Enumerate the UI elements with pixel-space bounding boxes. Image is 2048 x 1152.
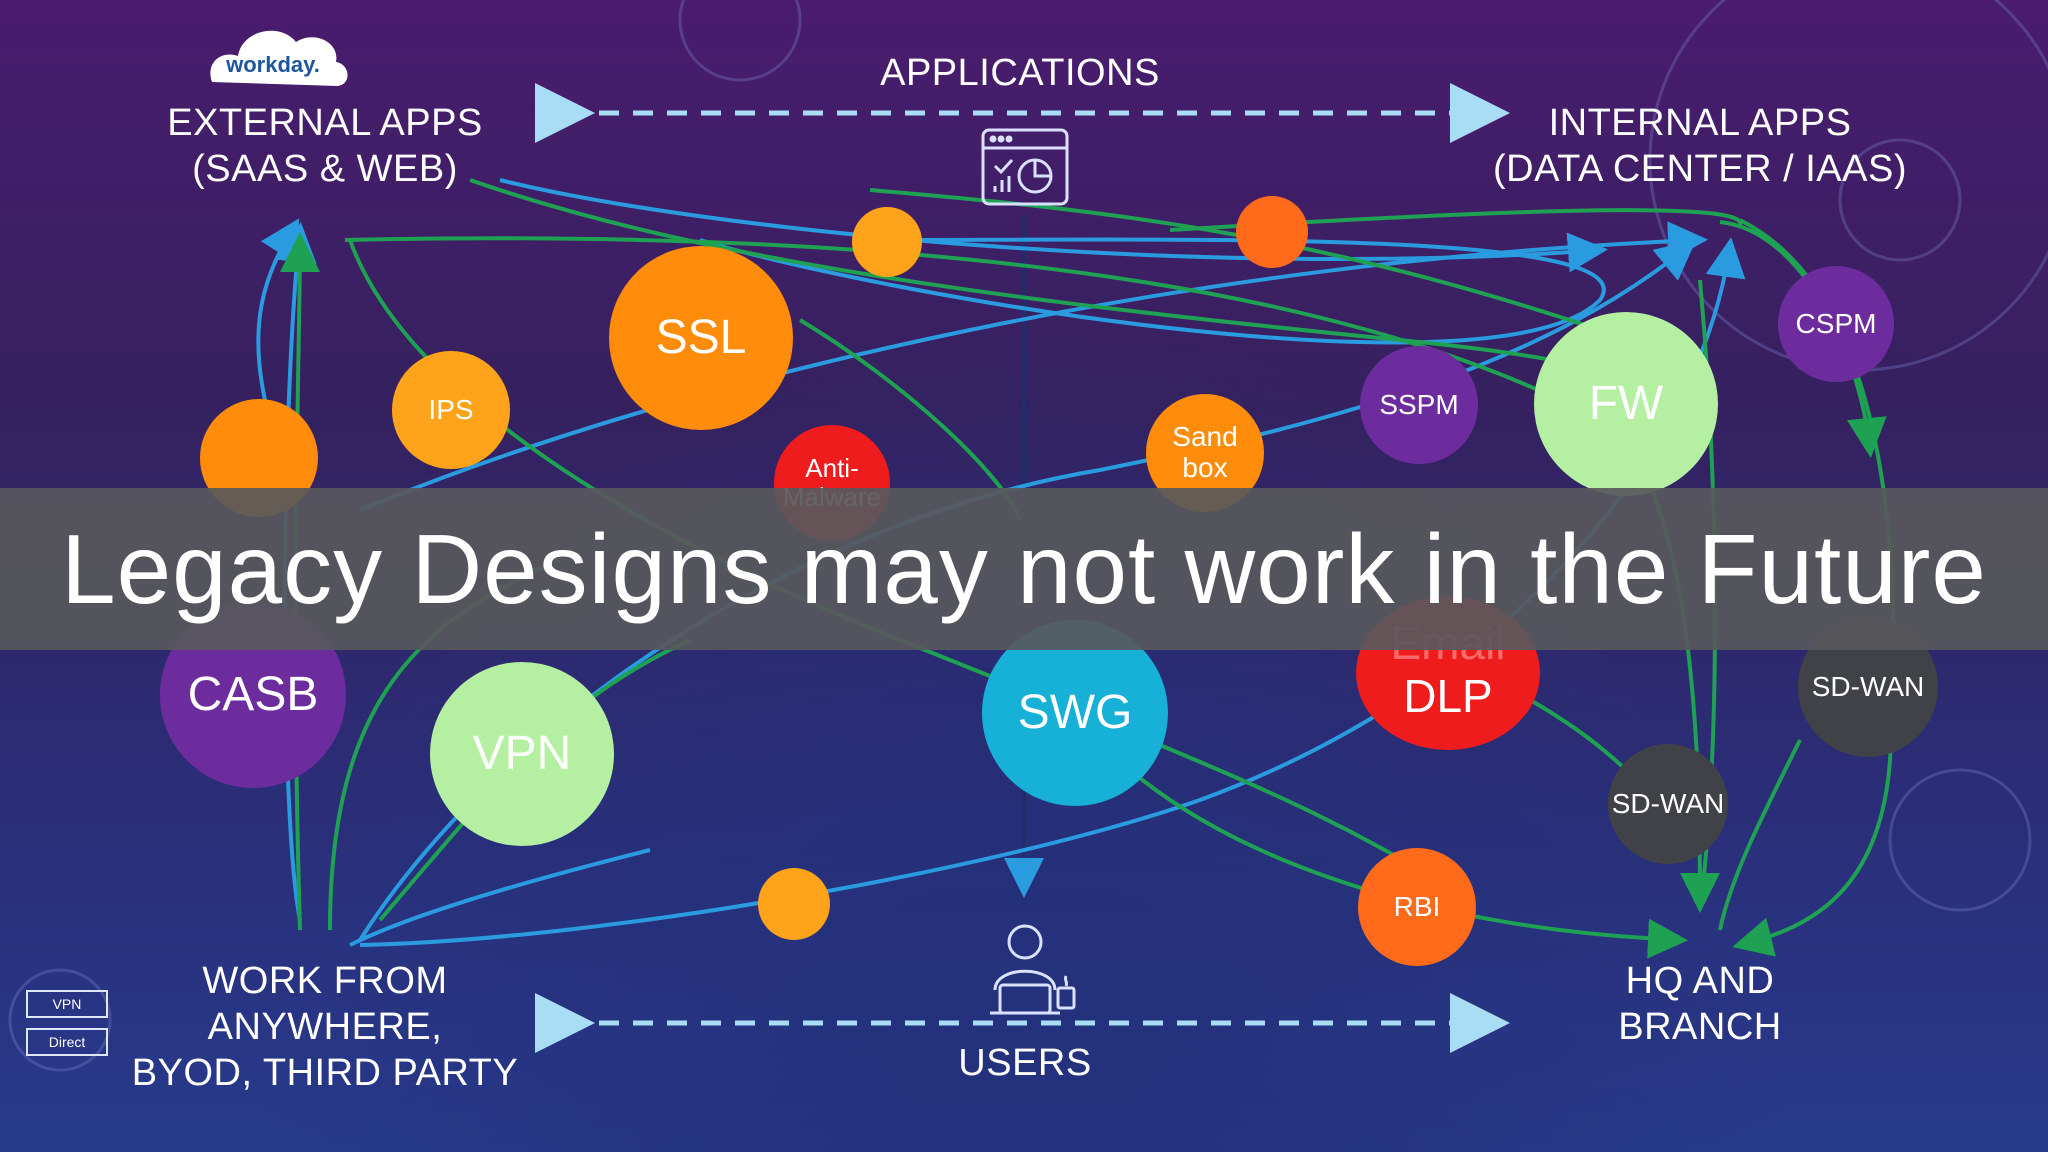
application-window-icon	[981, 128, 1069, 206]
caption-banner-text: Legacy Designs may not work in the Futur…	[61, 513, 1987, 624]
workday-cloud-icon	[210, 30, 348, 87]
node-sdwan-hq: SD-WAN	[1608, 744, 1728, 864]
node-cspm: CSPM	[1778, 266, 1894, 382]
legend-vpn: VPN	[26, 990, 108, 1018]
node-ips: IPS	[392, 351, 510, 469]
node-dlp-text: DLP	[1403, 670, 1493, 722]
external-apps-label: EXTERNAL APPS (SAAS & WEB)	[167, 102, 483, 190]
users-label: USERS	[958, 1042, 1092, 1084]
node-unlabeled-orange-2	[1236, 196, 1308, 268]
node-vpn: VPN	[430, 662, 614, 846]
applications-label: APPLICATIONS	[880, 52, 1160, 94]
workday-logo-text: workday.	[226, 52, 320, 77]
node-sspm: SSPM	[1360, 346, 1478, 464]
hq-branch-label: HQ AND BRANCH	[1618, 960, 1782, 1048]
node-swg: SWG	[982, 620, 1168, 806]
node-fw: FW	[1534, 312, 1718, 496]
legend-direct: Direct	[26, 1028, 108, 1056]
node-ssl: SSL	[609, 246, 793, 430]
internal-apps-label: INTERNAL APPS (DATA CENTER / IAAS)	[1493, 102, 1907, 190]
node-unlabeled-orange-4	[758, 868, 830, 940]
work-from-anywhere-label: WORK FROM ANYWHERE, BYOD, THIRD PARTY	[131, 960, 519, 1094]
user-laptop-icon	[990, 924, 1076, 1015]
caption-banner: Legacy Designs may not work in the Futur…	[0, 488, 2048, 650]
node-unlabeled-orange-1	[852, 207, 922, 277]
node-rbi: RBI	[1358, 848, 1476, 966]
workday-logo: workday.	[198, 12, 348, 92]
